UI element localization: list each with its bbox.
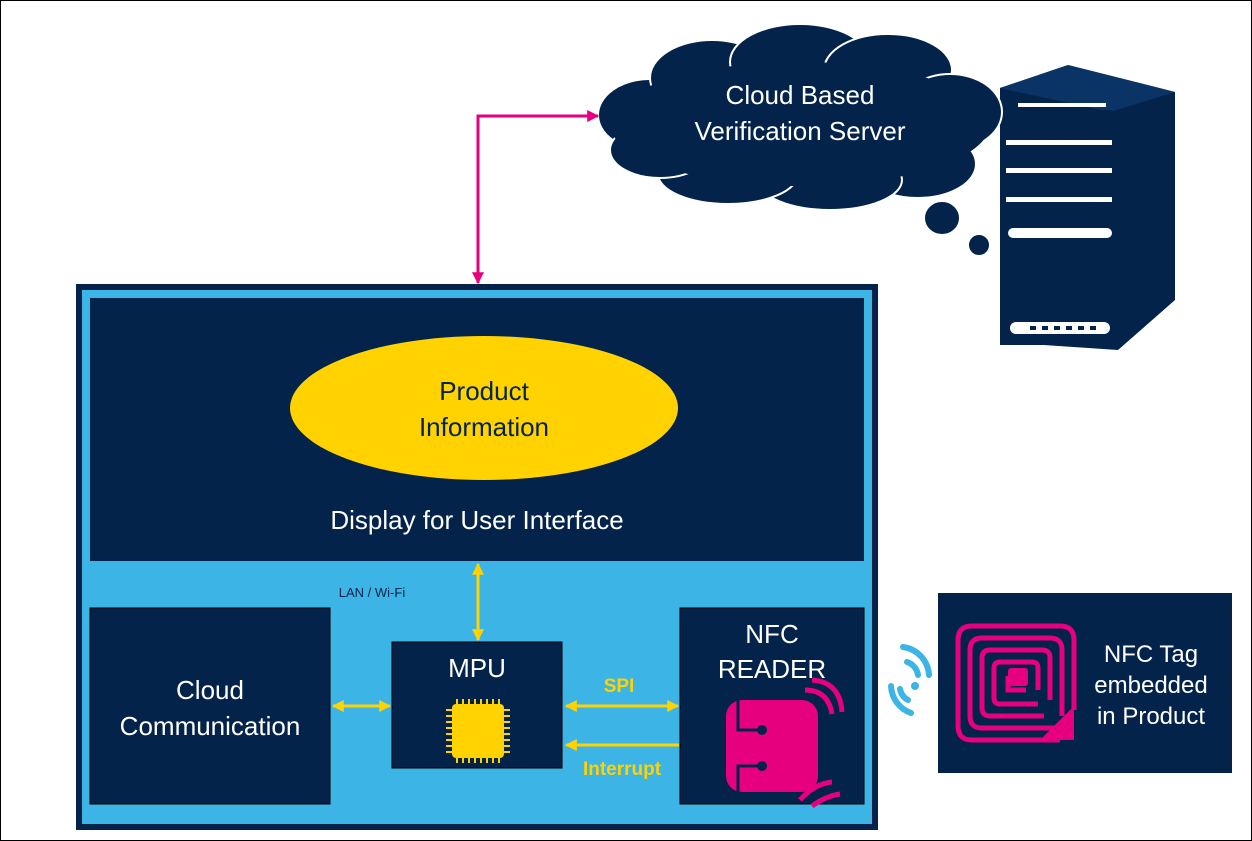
wireless-signal-icon	[888, 644, 932, 716]
nfc-tag-line2: embedded	[1094, 672, 1207, 699]
nfc-tag-corner	[1040, 706, 1074, 740]
cloud-communication-block	[89, 607, 331, 805]
nfc-reader-line1: NFC	[745, 619, 798, 649]
nfc-reader-line2: READER	[718, 654, 826, 684]
server-icon	[1000, 33, 1175, 350]
cloud-comm-line1: Cloud	[176, 675, 244, 705]
interrupt-label: Interrupt	[583, 759, 662, 780]
cloud-label-line1: Cloud Based	[726, 80, 875, 110]
nfc-tag-line3: in Product	[1097, 703, 1205, 730]
nfc-tag-icon	[955, 623, 1077, 743]
wireless-dot	[911, 682, 919, 690]
cloud-comm-line2: Communication	[120, 711, 301, 741]
cloud-shape	[597, 23, 1003, 257]
nfc-tag-line1: NFC Tag	[1104, 641, 1198, 668]
product-info-line2: Information	[419, 412, 549, 442]
nfc-tag-block	[938, 593, 1232, 773]
product-info-line1: Product	[439, 376, 529, 406]
lan-wifi-label: LAN / Wi-Fi	[339, 585, 406, 600]
spi-label: SPI	[604, 676, 635, 697]
nfc-reader-icon	[726, 677, 845, 809]
chip-icon	[446, 699, 510, 763]
product-information-ellipse	[290, 336, 678, 480]
cloud-link-arrow	[472, 110, 600, 285]
display-label: Display for User Interface	[330, 505, 623, 535]
nfc-tag-chip	[1008, 668, 1028, 686]
mpu-label: MPU	[448, 653, 506, 683]
cloud-label-line2: Verification Server	[695, 116, 906, 146]
